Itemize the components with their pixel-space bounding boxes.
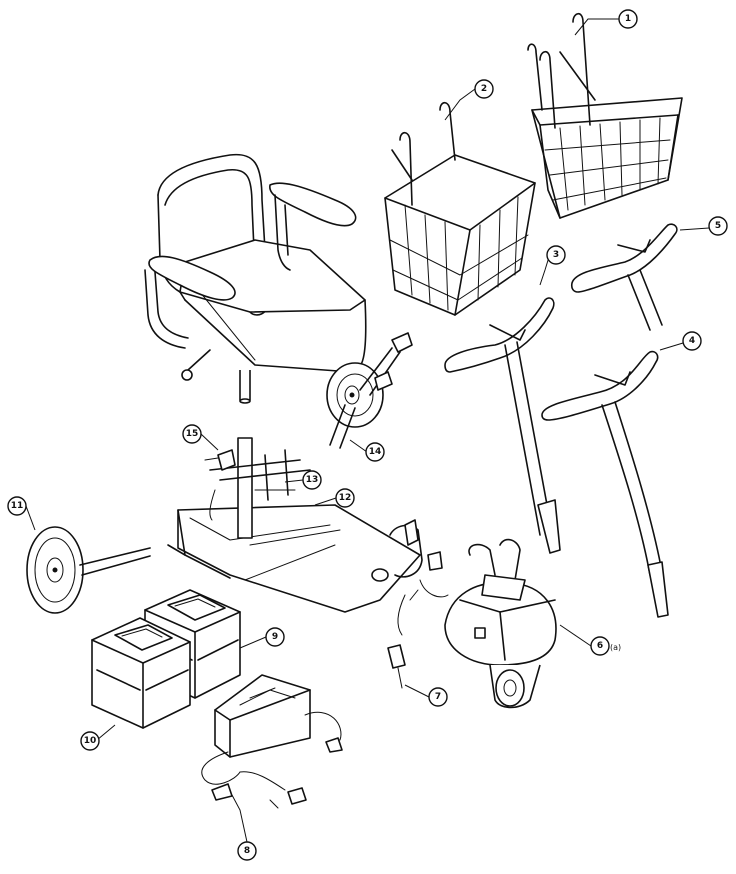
tiller-handlebar-5 — [570, 223, 678, 331]
tiller-handlebar-4 — [541, 350, 669, 618]
callout-13: 13 — [302, 470, 322, 490]
callout-3-label: 3 — [553, 250, 559, 260]
front-basket — [384, 101, 536, 316]
callout-6: 6 — [590, 636, 610, 656]
callout-15-label: 15 — [186, 429, 199, 439]
callout-2: 2 — [474, 79, 494, 99]
callout-14-label: 14 — [369, 447, 382, 457]
callout-11-label: 11 — [11, 501, 24, 511]
front-battery-box — [91, 617, 191, 729]
callout-1: 1 — [618, 9, 638, 29]
callout-8: 8 — [237, 841, 257, 861]
callout-15: 15 — [182, 424, 202, 444]
callout-8-label: 8 — [244, 846, 250, 856]
callout-4: 4 — [682, 331, 702, 351]
callout-14: 14 — [365, 442, 385, 462]
callout-6-suffix: (a) — [610, 643, 621, 652]
front-wheel — [326, 332, 413, 449]
callout-6-label: 6 — [597, 641, 603, 651]
front-drive-housing — [444, 538, 557, 709]
callout-11: 11 — [7, 496, 27, 516]
rear-wheel — [26, 526, 151, 614]
rear-basket — [527, 12, 683, 219]
callout-12-label: 12 — [339, 493, 352, 503]
callout-3: 3 — [546, 245, 566, 265]
callout-10: 10 — [80, 731, 100, 751]
callout-5: 5 — [708, 216, 728, 236]
seat — [144, 153, 367, 404]
callout-5-label: 5 — [715, 221, 721, 231]
harness-connector — [387, 589, 419, 689]
battery-charger — [201, 674, 343, 809]
callout-7: 7 — [428, 687, 448, 707]
callout-10-label: 10 — [84, 736, 97, 746]
callout-4-label: 4 — [689, 336, 695, 346]
leader-lines — [25, 18, 710, 843]
callout-1-label: 1 — [625, 14, 631, 24]
chassis-frame — [167, 437, 449, 613]
callout-9-label: 9 — [272, 632, 278, 642]
callout-12: 12 — [335, 488, 355, 508]
callout-9: 9 — [265, 627, 285, 647]
tiller-handlebar-3 — [444, 297, 561, 554]
callout-13-label: 13 — [306, 475, 319, 485]
callout-2-label: 2 — [481, 84, 487, 94]
seat-post-fitting — [204, 449, 236, 471]
callout-7-label: 7 — [435, 692, 441, 702]
